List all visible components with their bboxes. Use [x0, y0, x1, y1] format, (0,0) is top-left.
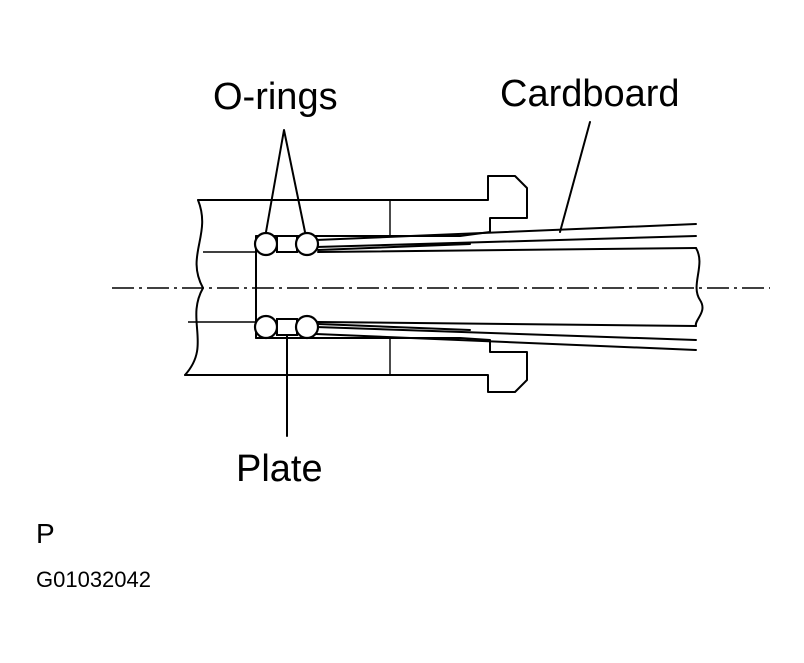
o-ring-lower-right [294, 314, 320, 340]
plate-label: Plate [236, 448, 323, 490]
o-ring-upper-left [253, 231, 279, 257]
figure-code: G01032042 [36, 567, 151, 592]
shaft-outline [317, 247, 697, 327]
plate-lower [276, 318, 298, 336]
plate-upper [276, 235, 298, 253]
o-rings-label: O-rings [213, 76, 338, 118]
housing-top-outline [197, 175, 528, 237]
shaft-break-edge [694, 247, 704, 327]
housing-left-break-edge [184, 199, 204, 376]
o-ring-lower-left [253, 314, 279, 340]
housing-bottom-outline [184, 337, 528, 393]
view-marker: P [36, 518, 55, 549]
o-rings-leader-lines [265, 129, 306, 233]
o-ring-upper-right [294, 231, 320, 257]
cardboard-upper-sleeve [315, 223, 697, 251]
cardboard-label: Cardboard [500, 73, 680, 115]
cardboard-lower-sleeve [315, 323, 697, 351]
cardboard-leader-line [559, 121, 591, 233]
